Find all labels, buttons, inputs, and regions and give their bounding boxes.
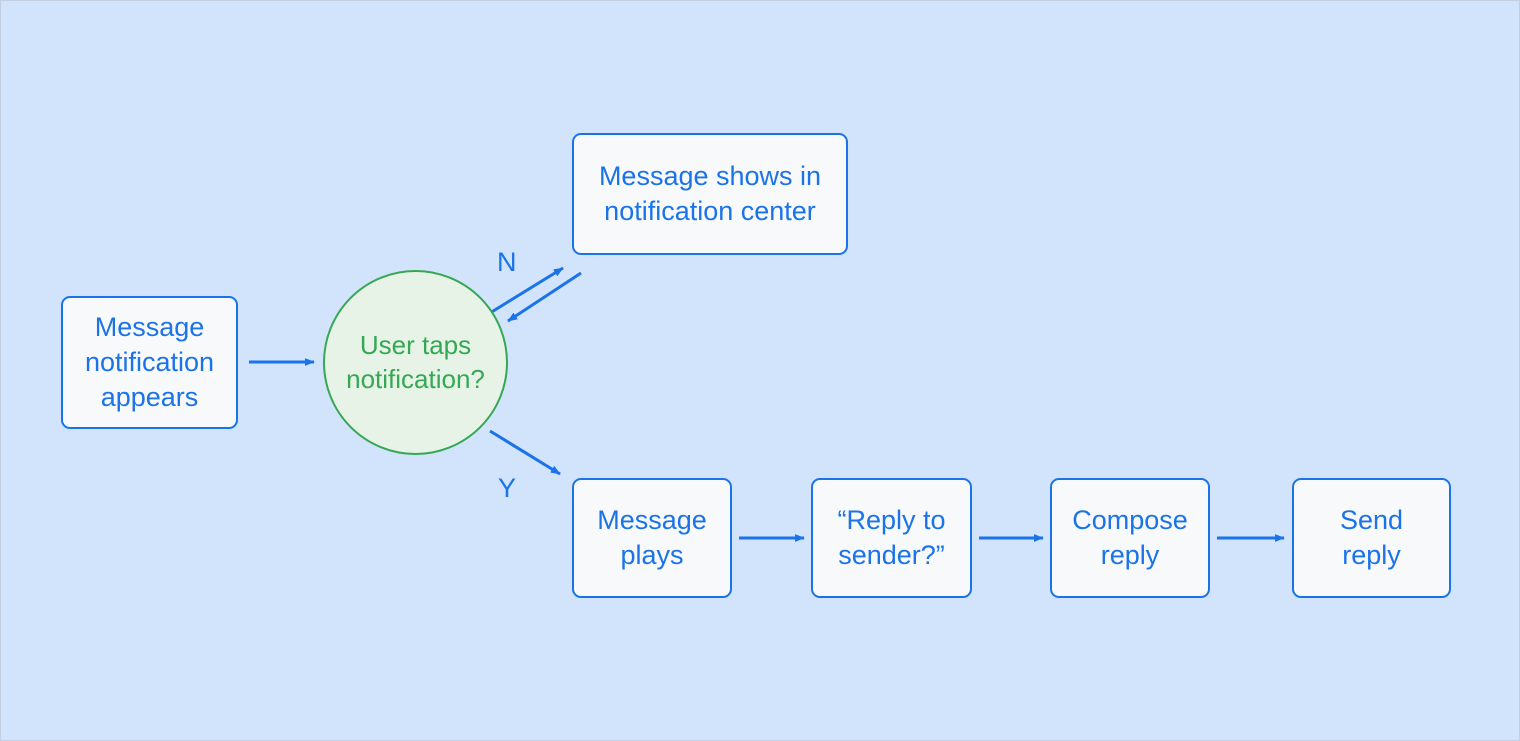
node-label: User taps notification? bbox=[346, 329, 485, 394]
edge-decision-to-plays bbox=[489, 429, 561, 476]
node-label: Message notification appears bbox=[84, 311, 215, 413]
edge-center-to-decision bbox=[507, 271, 582, 323]
node-label: Compose reply bbox=[1072, 504, 1188, 570]
edge-label-yes: Y bbox=[498, 473, 517, 503]
node-message-notification-appears[interactable]: Message notification appears bbox=[61, 296, 238, 429]
node-compose-reply[interactable]: Compose reply bbox=[1050, 478, 1210, 598]
node-label: Send reply bbox=[1339, 504, 1404, 570]
node-reply-to-sender-prompt[interactable]: “Reply to sender?” bbox=[811, 478, 972, 598]
edge-label-no: N bbox=[497, 247, 517, 277]
node-user-taps-notification-decision[interactable]: User taps notification? bbox=[323, 270, 508, 455]
node-send-reply[interactable]: Send reply bbox=[1292, 478, 1451, 598]
node-label: Message shows in notification center bbox=[598, 160, 822, 226]
node-label: Message plays bbox=[597, 504, 707, 570]
node-label: “Reply to sender?” bbox=[837, 504, 946, 570]
node-message-plays[interactable]: Message plays bbox=[572, 478, 732, 598]
node-message-shows-in-notification-center[interactable]: Message shows in notification center bbox=[572, 133, 848, 255]
